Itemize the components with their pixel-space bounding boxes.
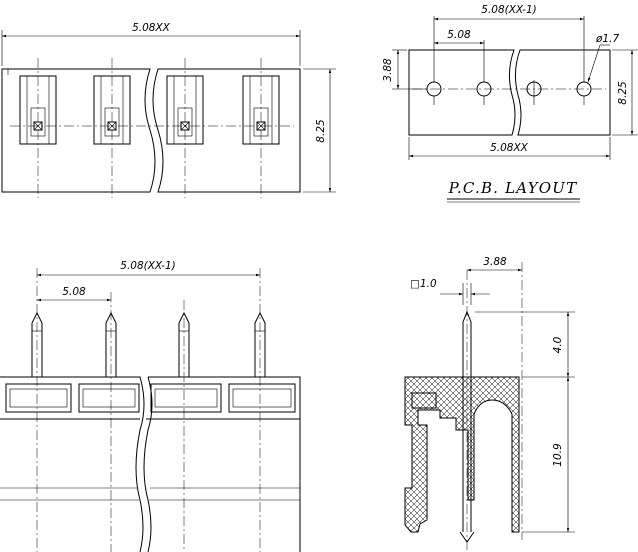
top-view: 5.08XX 8.25 (1, 22, 336, 198)
front-view-overall-pitch-dim: 5.08(XX-1) (120, 260, 175, 272)
side-view-offset-dim: 3.88 (483, 256, 507, 268)
front-view-window-2 (78, 383, 140, 413)
front-view-window-1 (5, 383, 72, 413)
pcb-outline-right (514, 49, 611, 136)
pcb-layout-title: P.C.B. LAYOUT (448, 179, 578, 197)
pcb-layout-view: 5.08(XX-1) 5.08 ø1.7 3.88 8.25 5.08XX P.… (382, 4, 638, 203)
pcb-outline-left (408, 49, 516, 136)
top-view-width-dim: 5.08XX (132, 22, 171, 34)
pcb-height-dim: 8.25 (617, 81, 629, 105)
side-view-pin-top-dim: 4.0 (552, 336, 564, 353)
pcb-overall-pitch-dim: 5.08(XX-1) (481, 4, 536, 16)
pcb-width-dim: 5.08XX (490, 142, 529, 154)
side-view-housing-section (404, 376, 520, 533)
pcb-row-offset-dim: 3.88 (382, 58, 394, 82)
side-view-pin-dim: □1.0 (410, 278, 437, 290)
front-view-pitch-dim: 5.08 (62, 286, 86, 298)
side-view-body-height-dim: 10.9 (552, 443, 564, 467)
pcb-hole-dim: ø1.7 (595, 33, 619, 45)
top-view-height-dim: 8.25 (315, 119, 327, 143)
top-view-body-left (1, 68, 156, 193)
side-view-cavity (411, 392, 437, 409)
top-view-body-right (152, 68, 301, 193)
side-view: □1.0 3.88 4.0 10.9 (404, 256, 575, 552)
pcb-pitch-dim: 5.08 (447, 29, 471, 41)
front-view-window-3 (150, 383, 222, 413)
front-view: 5.08(XX-1) 5.08 (0, 260, 301, 552)
front-view-window-4 (228, 383, 296, 413)
